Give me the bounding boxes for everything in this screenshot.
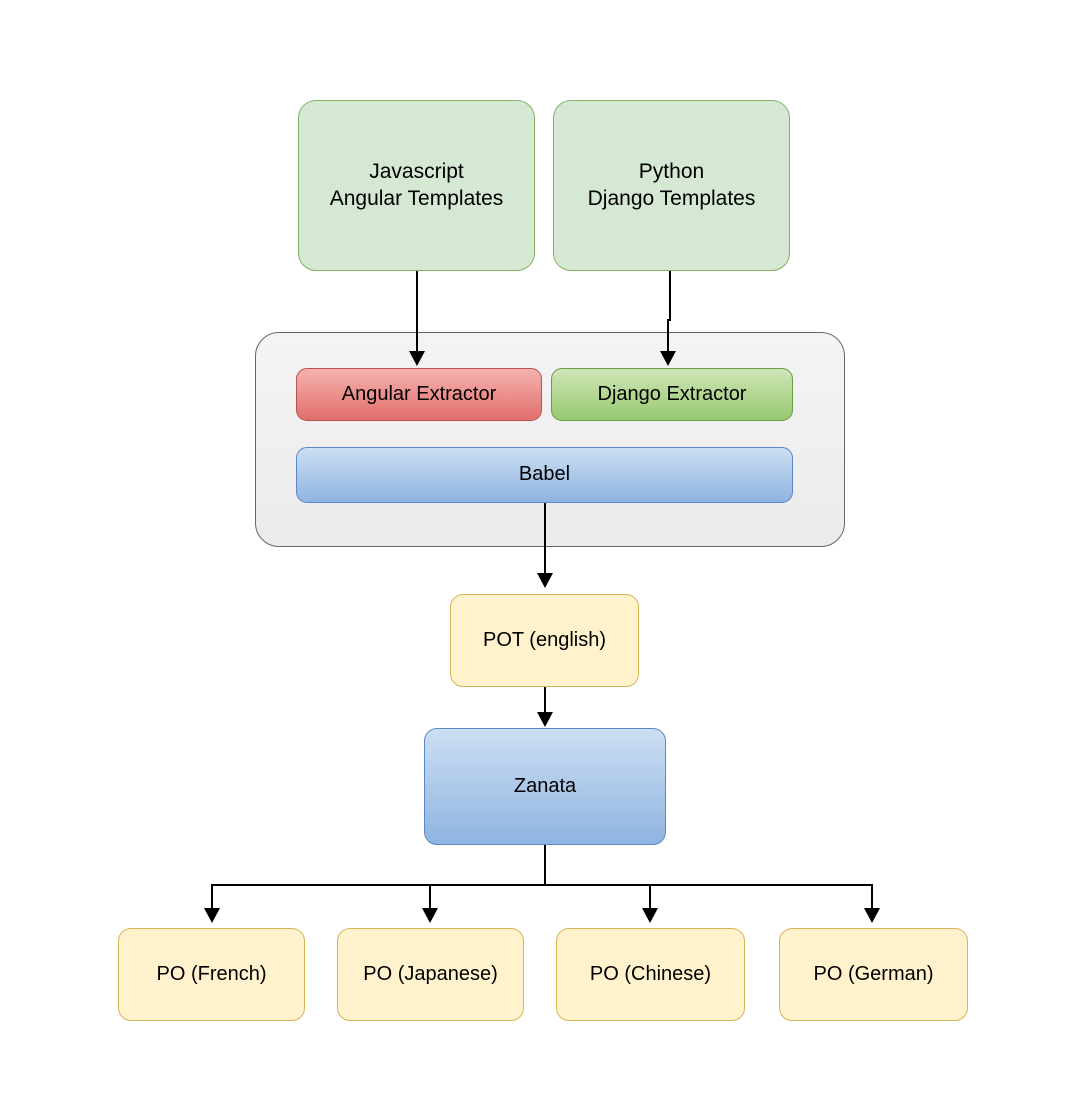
node-source-javascript[interactable]: Javascript Angular Templates	[298, 100, 535, 271]
node-source-python-label: Python Django Templates	[587, 159, 756, 210]
node-pot-english[interactable]: POT (english)	[450, 594, 639, 687]
node-source-python[interactable]: Python Django Templates	[553, 100, 790, 271]
connector-javascript-to-angular-extractor	[416, 271, 419, 353]
arrowhead-javascript-to-angular-extractor	[408, 351, 425, 366]
arrowhead-bus-to-po-french	[203, 908, 220, 923]
arrowhead-bus-to-po-chinese	[641, 908, 658, 923]
node-po-japanese-label: PO (Japanese)	[363, 962, 498, 985]
node-pot-english-label: POT (english)	[482, 628, 606, 651]
node-po-german-label: PO (German)	[813, 962, 934, 985]
node-angular-extractor-label: Angular Extractor	[341, 382, 497, 405]
arrowhead-bus-to-po-german	[863, 908, 880, 923]
node-django-extractor[interactable]: Django Extractor	[551, 368, 793, 421]
arrowhead-babel-to-pot	[536, 573, 553, 588]
connector-output-bus	[211, 884, 873, 887]
node-po-french-label: PO (French)	[156, 962, 267, 985]
connector-pot-to-zanata	[544, 687, 547, 718]
node-babel-label: Babel	[518, 463, 571, 486]
connector-babel-to-pot	[544, 503, 547, 575]
node-babel[interactable]: Babel	[296, 447, 793, 503]
connector-python-to-django-extractor-lower	[667, 319, 670, 353]
arrowhead-bus-to-po-japanese	[421, 908, 438, 923]
connector-bus-to-po-french	[211, 884, 214, 913]
arrowhead-python-to-django-extractor	[659, 351, 676, 366]
node-po-chinese-label: PO (Chinese)	[589, 962, 712, 985]
node-zanata[interactable]: Zanata	[424, 728, 666, 845]
node-po-german[interactable]: PO (German)	[779, 928, 968, 1021]
node-source-javascript-label: Javascript Angular Templates	[329, 159, 504, 210]
connector-bus-to-po-japanese	[429, 884, 432, 913]
extractor-group-container	[255, 332, 845, 547]
node-django-extractor-label: Django Extractor	[597, 382, 747, 405]
connector-python-to-django-extractor	[669, 271, 672, 321]
node-po-chinese[interactable]: PO (Chinese)	[556, 928, 745, 1021]
connector-zanata-bus-stem	[544, 845, 547, 886]
node-angular-extractor[interactable]: Angular Extractor	[296, 368, 542, 421]
arrowhead-pot-to-zanata	[536, 712, 553, 727]
node-po-french[interactable]: PO (French)	[118, 928, 305, 1021]
node-zanata-label: Zanata	[513, 774, 577, 797]
node-po-japanese[interactable]: PO (Japanese)	[337, 928, 524, 1021]
connector-bus-to-po-german	[871, 884, 874, 913]
connector-bus-to-po-chinese	[649, 884, 652, 913]
